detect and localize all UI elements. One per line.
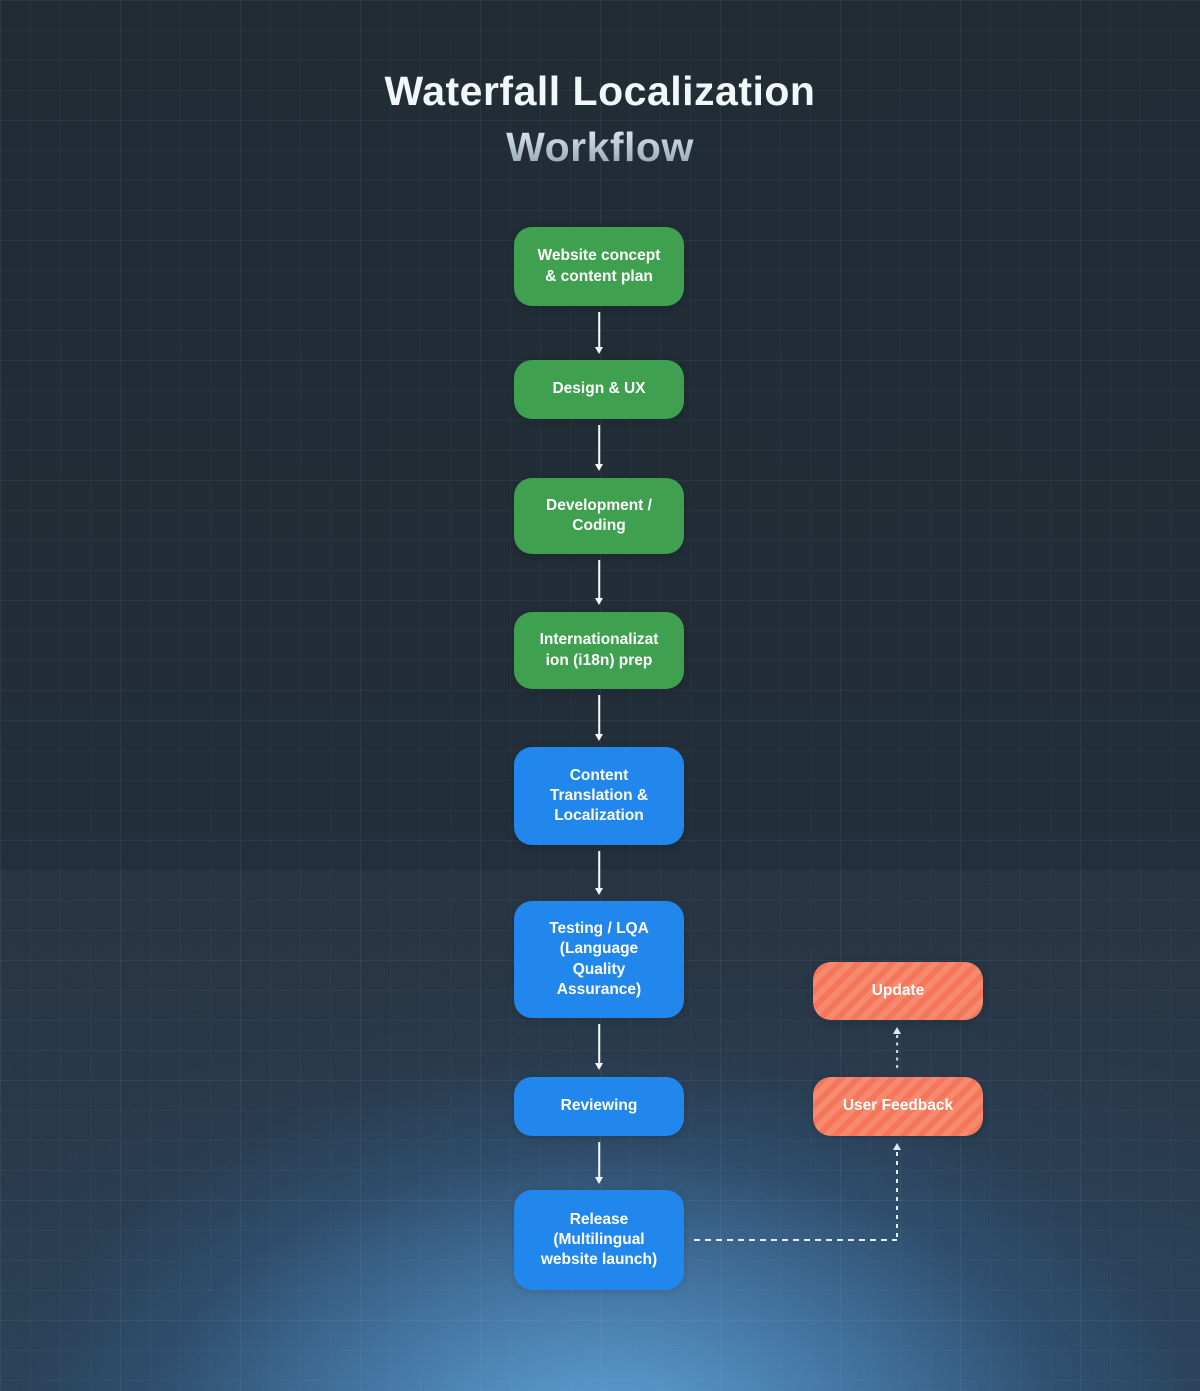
flow-node-i18n-prep: Internationalizat ion (i18n) prep: [514, 612, 684, 689]
arrow-head: [595, 464, 603, 471]
arrow-head: [893, 1143, 901, 1150]
flow-node-design-ux: Design & UX: [514, 360, 684, 419]
flow-node-release: Release (Multilingual website launch): [514, 1190, 684, 1290]
page-title-line2: Workflow: [0, 120, 1200, 176]
page-title-line1: Waterfall Localization: [384, 68, 816, 114]
arrow-head: [595, 888, 603, 895]
flow-node-reviewing: Reviewing: [514, 1077, 684, 1136]
arrow-line: [598, 560, 600, 599]
arrow-line: [598, 425, 600, 465]
flow-node-content-translation: Content Translation & Localization: [514, 747, 684, 845]
arrow-head: [595, 598, 603, 605]
dashed-connector-horizontal: [694, 1239, 897, 1241]
down-arrow-icon: [592, 851, 606, 895]
arrow-line: [598, 312, 600, 348]
down-arrow-icon: [592, 312, 606, 354]
flow-node-development: Development / Coding: [514, 478, 684, 554]
arrow-line: [598, 1142, 600, 1178]
flow-node-testing-lqa: Testing / LQA (Language Quality Assuranc…: [514, 901, 684, 1018]
arrow-line: [598, 851, 600, 889]
arrow-head: [893, 1027, 901, 1034]
arrow-line: [598, 695, 600, 735]
arrow-head: [595, 1177, 603, 1184]
flow-node-user-feedback: User Feedback: [813, 1077, 983, 1136]
arrow-line: [598, 1024, 600, 1064]
down-arrow-icon: [592, 1142, 606, 1184]
down-arrow-icon: [592, 425, 606, 471]
down-arrow-icon: [592, 695, 606, 741]
arrow-head: [595, 347, 603, 354]
dashed-connector-vertical: [896, 1152, 898, 1240]
dotted-up-arrow-icon: [890, 1143, 904, 1151]
down-arrow-icon: [592, 1024, 606, 1070]
flow-node-website-concept: Website concept & content plan: [514, 227, 684, 306]
arrow-head: [595, 1063, 603, 1070]
flow-node-update: Update: [813, 962, 983, 1020]
arrow-line: [896, 1035, 898, 1071]
arrow-head: [595, 734, 603, 741]
down-arrow-icon: [592, 560, 606, 605]
dotted-up-arrow-icon: [890, 1027, 904, 1071]
page-title: Waterfall Localization Workflow: [0, 64, 1200, 176]
